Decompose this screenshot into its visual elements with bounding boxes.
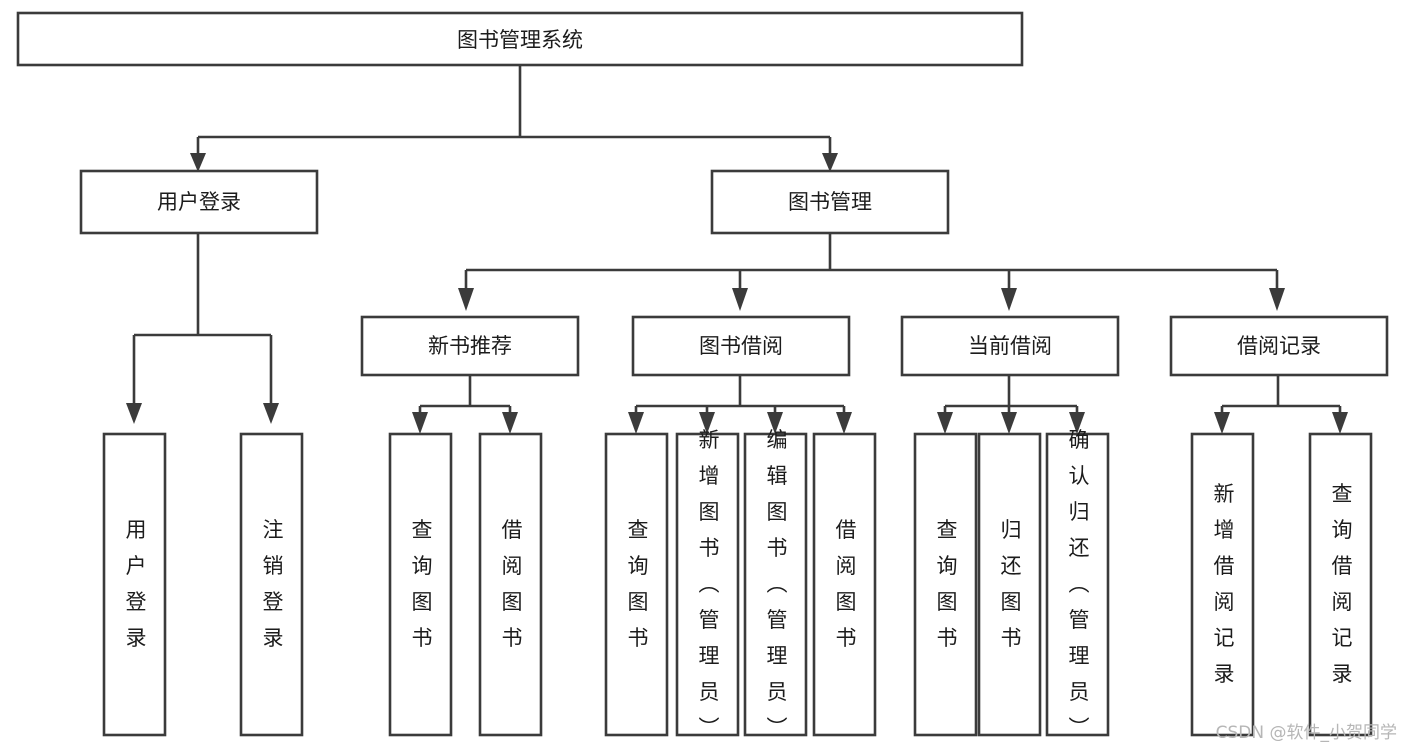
node-book-management[interactable]: 图书管理 (710, 169, 950, 235)
node-root-label: 图书管理系统 (457, 28, 583, 52)
leaf-current-borrow-1-label: 归还图书 (998, 519, 1022, 652)
node-borrow-record-label: 借阅记录 (1237, 334, 1321, 358)
leaf-borrow-record-0[interactable]: 新增借阅记录 (1190, 432, 1255, 737)
leaf-borrow-record-1[interactable]: 查询借阅记录 (1308, 432, 1373, 737)
node-root[interactable]: 图书管理系统 (16, 11, 1024, 67)
leaf-book-borrow-3[interactable]: 借阅图书 (812, 432, 877, 737)
leaf-borrow-record-0-label: 新增借阅记录 (1211, 483, 1235, 688)
connector-newbook-to-leaves (412, 375, 518, 434)
leaf-book-borrow-0-label: 查询图书 (625, 519, 649, 652)
leaf-user-login-0[interactable]: 用户登录 (102, 432, 167, 737)
leaf-book-borrow-1[interactable]: 新增图书（管理员） (675, 429, 740, 742)
node-borrow-record[interactable]: 借阅记录 (1169, 315, 1389, 377)
connector-borrowrecord-to-leaves (1214, 375, 1348, 434)
leaf-borrow-record-1-label: 查询借阅记录 (1329, 483, 1353, 688)
leaf-current-borrow-0[interactable]: 查询图书 (913, 432, 978, 737)
connector-root-to-level1 (190, 65, 838, 172)
leaf-new-book-recommend-0-label: 查询图书 (409, 519, 433, 652)
connector-userlogin-to-leaves (126, 233, 279, 424)
leaf-user-login-1[interactable]: 注销登录 (239, 432, 304, 737)
leaf-current-borrow-0-label: 查询图书 (934, 519, 958, 652)
node-current-borrow-label: 当前借阅 (968, 334, 1052, 358)
node-user-login[interactable]: 用户登录 (79, 169, 319, 235)
node-current-borrow[interactable]: 当前借阅 (900, 315, 1120, 377)
leaf-new-book-recommend-1-label: 借阅图书 (499, 519, 523, 652)
leaf-current-borrow-2-label: 确认归还（管理员） (1066, 429, 1090, 742)
node-user-login-label: 用户登录 (157, 190, 241, 214)
connector-bookborrow-to-leaves (628, 375, 852, 434)
node-book-borrow[interactable]: 图书借阅 (631, 315, 851, 377)
leaf-book-borrow-0[interactable]: 查询图书 (604, 432, 669, 737)
leaf-new-book-recommend-1[interactable]: 借阅图书 (478, 432, 543, 737)
node-book-borrow-label: 图书借阅 (699, 334, 783, 358)
node-new-book-recommend-label: 新书推荐 (428, 334, 512, 358)
leaf-user-login-0-label: 用户登录 (123, 519, 147, 652)
connector-currentborrow-to-leaves (937, 375, 1085, 434)
leaf-book-borrow-1-label: 新增图书（管理员） (696, 429, 720, 742)
node-book-management-label: 图书管理 (788, 190, 872, 214)
connector-bookmgmt-to-level2 (458, 233, 1285, 311)
leaf-book-borrow-2[interactable]: 编辑图书（管理员） (743, 429, 808, 742)
node-new-book-recommend[interactable]: 新书推荐 (360, 315, 580, 377)
leaf-new-book-recommend-0[interactable]: 查询图书 (388, 432, 453, 737)
leaf-book-borrow-3-label: 借阅图书 (833, 519, 857, 652)
leaf-current-borrow-1[interactable]: 归还图书 (977, 432, 1042, 737)
leaf-book-borrow-2-label: 编辑图书（管理员） (764, 429, 788, 742)
leaf-current-borrow-2[interactable]: 确认归还（管理员） (1045, 429, 1110, 742)
leaf-user-login-1-label: 注销登录 (260, 519, 284, 652)
